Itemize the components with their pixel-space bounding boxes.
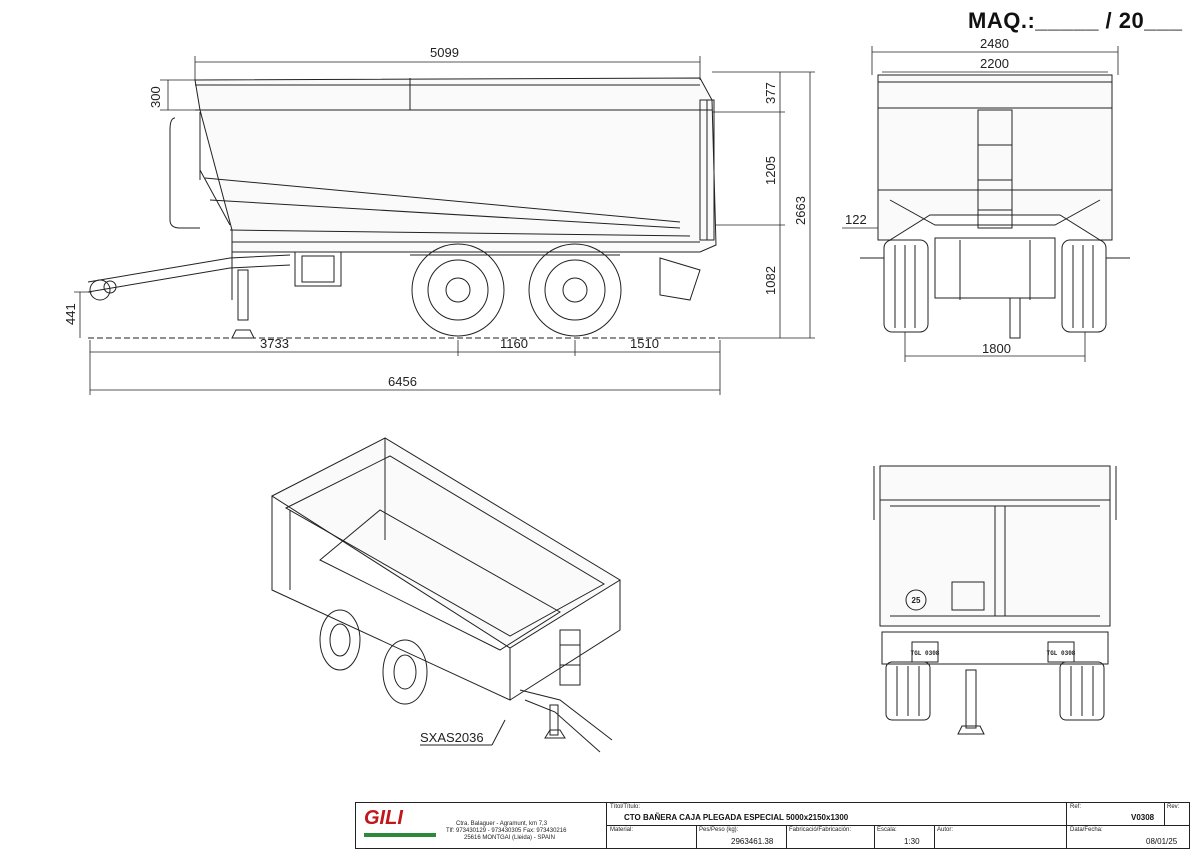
dim-box-height: 1205 xyxy=(763,156,778,185)
plate-left: TGL 0308 xyxy=(911,650,940,657)
iso-view xyxy=(270,437,621,753)
dim-hitch-to-axle: 3733 xyxy=(260,336,289,351)
dim-track: 1800 xyxy=(982,341,1011,356)
dim-hitch-height: 441 xyxy=(63,303,78,325)
ref-value: V0308 xyxy=(1131,813,1155,822)
titulo-label: Títol/Título: xyxy=(610,804,641,810)
escala-label: Escala: xyxy=(877,827,897,833)
dim-axle-to-rear: 1510 xyxy=(630,336,659,351)
front-dimension-lines xyxy=(842,46,1119,362)
ref-label: Ref: xyxy=(1070,804,1082,810)
logo-underline xyxy=(364,833,436,837)
material-label: Material: xyxy=(610,827,634,833)
company-address-3: 25616 MONTGAI (Lleida) - SPAIN xyxy=(464,835,555,841)
iso-label: SXAS2036 xyxy=(420,730,484,745)
dim-axle-spacing: 1160 xyxy=(500,336,528,351)
fecha-label: Data/Fecha: xyxy=(1070,827,1103,833)
side-dimension-lines xyxy=(74,56,815,395)
dim-side-step: 122 xyxy=(845,212,867,227)
title-block: GILI Ctra. Balaguer - Agramunt, km 7,3 T… xyxy=(355,802,1190,849)
dim-rail-height: 300 xyxy=(148,86,163,108)
dim-inner-width: 2200 xyxy=(980,56,1009,71)
side-view xyxy=(87,77,720,339)
company-logo: GILI xyxy=(364,807,403,829)
dim-total-height: 2663 xyxy=(793,196,808,225)
rev-label: Rev: xyxy=(1167,804,1180,810)
rear-view xyxy=(873,465,1117,735)
machine-number-field: MAQ.:_____ / 20___ xyxy=(968,8,1183,33)
fecha-value: 08/01/25 xyxy=(1146,837,1178,846)
company-address-2: Tlf: 973430129 - 973430305 Fax: 97343021… xyxy=(446,828,567,834)
escala-value: 1:30 xyxy=(904,837,920,846)
autor-label: Autor: xyxy=(937,827,954,833)
drawing-title: CTO BAÑERA CAJA PLEGADA ESPECIAL 5000x21… xyxy=(624,813,849,822)
dim-overall-box: 5099 xyxy=(430,45,459,60)
dim-outer-width: 2480 xyxy=(980,36,1009,51)
peso-value: 2963461.38 xyxy=(731,837,774,846)
front-view xyxy=(860,74,1130,339)
dim-ground-to-frame: 1082 xyxy=(763,266,778,295)
speed-badge: 25 xyxy=(912,596,921,605)
dim-total-length: 6456 xyxy=(388,374,417,389)
peso-label: Pes/Peso (kg): xyxy=(699,827,739,833)
plate-right: TGL 0308 xyxy=(1047,650,1076,657)
company-address-1: Ctra. Balaguer - Agramunt, km 7,3 xyxy=(456,821,548,827)
fabricacion-label: Fabricació/Fabricación: xyxy=(789,827,852,833)
dim-upper: 377 xyxy=(763,82,778,104)
